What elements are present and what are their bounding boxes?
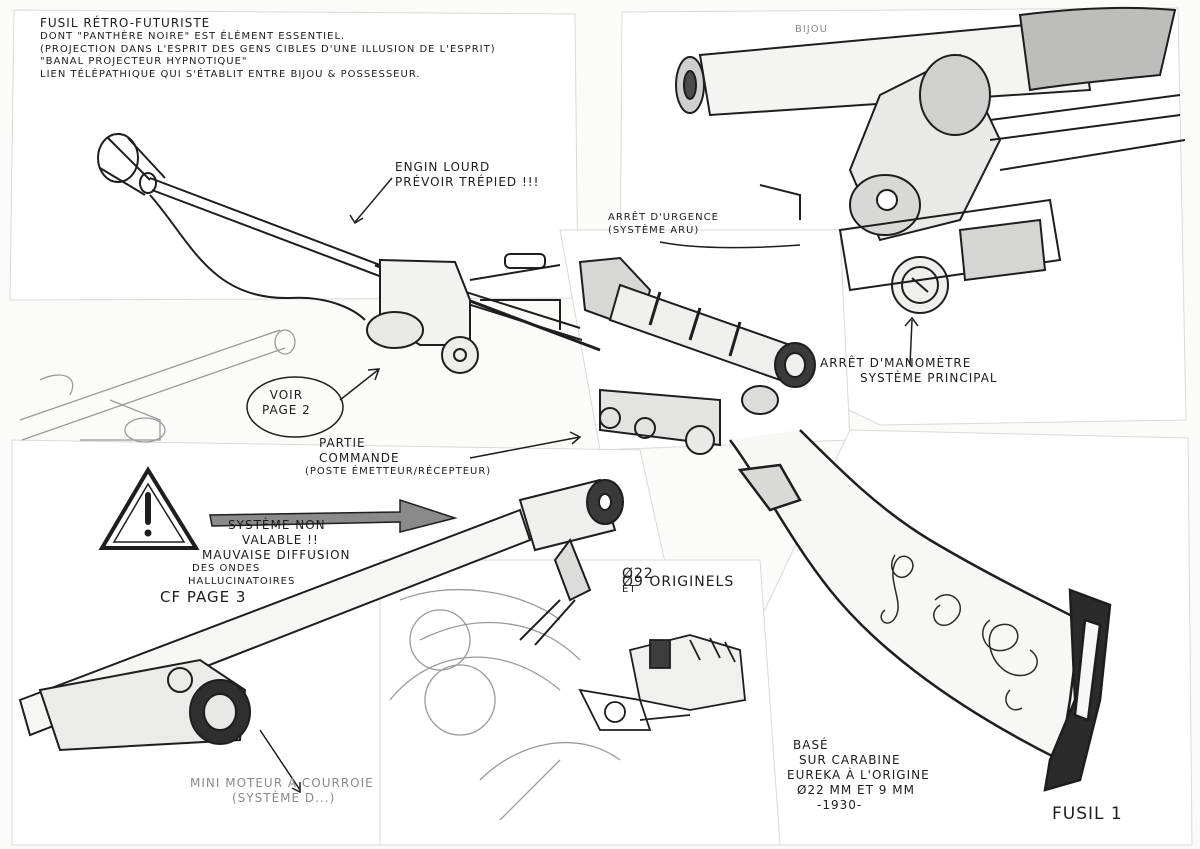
systeme-line-3: Mauvaise diffusion: [202, 548, 351, 562]
stock-ornament: [880, 554, 1038, 711]
voir-line-2: page 2: [262, 403, 311, 417]
rifle-receiver: [578, 256, 816, 455]
systeme-note: Système non valable !! Mauvaise diffusio…: [160, 518, 351, 607]
sheet-title: Fusil 1: [1052, 804, 1123, 824]
base-line-1: Basé: [793, 738, 829, 752]
origine-note: Ø22 et Ø9 originels: [622, 566, 735, 595]
base-line-2: sur carabine: [799, 753, 901, 767]
systeme-line-6: CF page 3: [160, 588, 247, 606]
header-notes: Fusil rétro-futuriste dont "panthère noi…: [40, 16, 496, 81]
rifle-stock: [728, 429, 1112, 792]
arrow-icon: [209, 498, 458, 533]
arret-line-1: Arrêt d'urgence: [608, 212, 719, 223]
partie-line-2: commande: [319, 451, 400, 465]
partie-line-1: Partie: [319, 436, 366, 450]
moteur-line-2: (système d...): [232, 791, 336, 805]
partie-note: Partie commande (poste émetteur/récepteu…: [305, 436, 491, 479]
header-line-3: (projection dans l'esprit des gens cible…: [40, 43, 496, 55]
small-parts: [578, 634, 746, 731]
leader-lines: [259, 177, 919, 794]
bijou-label: bijou: [795, 24, 828, 35]
base-note: Basé sur carabine Eureka à l'origine Ø22…: [765, 738, 930, 813]
systeme-line-1: Système non: [228, 518, 326, 532]
voir-note: Voir page 2: [262, 388, 311, 418]
base-line-5: -1930-: [817, 798, 863, 812]
lower-rifle: [18, 478, 624, 752]
base-line-3: Eureka à l'origine: [787, 768, 930, 782]
control-unit: [366, 253, 561, 374]
partie-line-3: (poste émetteur/récepteur): [305, 466, 492, 477]
moteur-note: mini moteur à courroie (système d...): [190, 776, 374, 806]
moteur-line-1: mini moteur à courroie: [190, 776, 374, 790]
systeme-line-5: hallucinatoires: [188, 575, 296, 587]
manometre-line-1: Arrêt d'manomètre: [820, 356, 972, 370]
engin-note: Engin lourd prévoir trépied !!!: [395, 160, 539, 190]
header-line-4: "banal projecteur hypnotique": [40, 56, 248, 67]
manometre-line-2: système principal: [860, 371, 998, 385]
arret-note: Arrêt d'urgence (système ARU): [608, 212, 719, 237]
systeme-line-2: valable !!: [242, 533, 319, 547]
base-line-4: Ø22 mm et 9 mm: [797, 783, 915, 797]
voir-line-1: Voir: [269, 388, 304, 402]
manometre-note: Arrêt d'manomètre système principal: [820, 356, 998, 386]
header-line-2: dont "panthère noire" est élément essent…: [40, 31, 346, 42]
header-line-1: Fusil rétro-futuriste: [40, 16, 211, 30]
systeme-line-4: des ondes: [192, 563, 261, 574]
warning-triangle-icon: [98, 466, 200, 550]
origine-line-1: Ø22: [622, 566, 654, 582]
voir-bubble: [246, 376, 344, 438]
origine-line-2: et: [622, 583, 637, 595]
arret-line-2: (système ARU): [608, 224, 700, 236]
origine-line-3: Ø9 originels: [622, 574, 735, 590]
scope-detail: [675, 6, 1186, 314]
muzzle-holder: [97, 133, 166, 196]
cable: [149, 194, 366, 321]
header-line-5: lien télépathique qui s'établit entre bi…: [40, 68, 421, 80]
engin-line-2: prévoir trépied !!!: [395, 175, 540, 189]
ghost-sketch: [19, 329, 621, 821]
engin-line-1: Engin lourd: [395, 160, 491, 174]
